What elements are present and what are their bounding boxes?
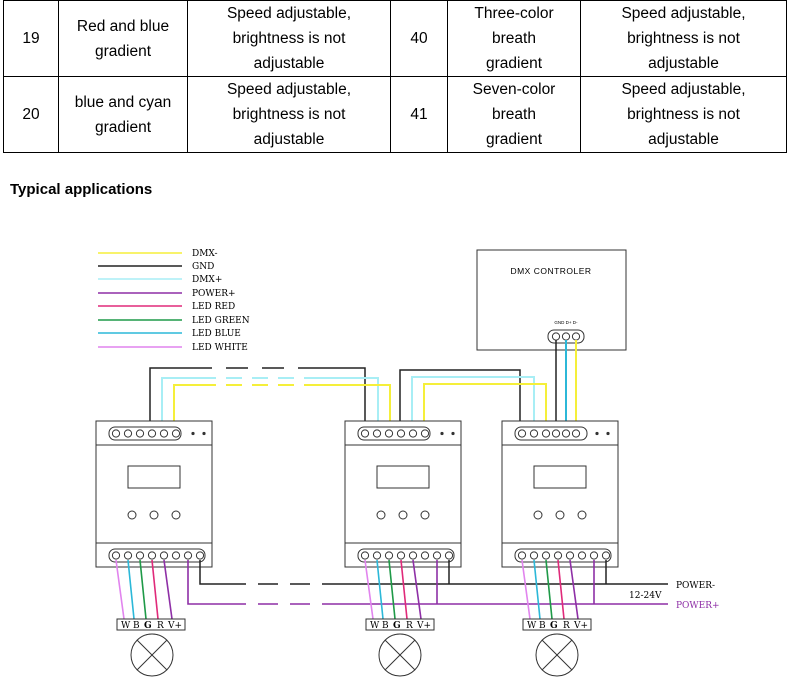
svg-text:R: R [157,621,164,631]
controller-label: DMX CONTROLER [510,266,591,276]
legend-label: LED RED [192,302,235,312]
controller-pin-labels: GND D+ D- [554,320,578,325]
mode-note: Speed adjustable, brightness is not adju… [580,76,787,153]
mode-name: Three-color breath gradient [447,0,581,77]
svg-text:V+: V+ [167,621,182,631]
svg-text:W: W [370,621,380,631]
power-minus-label: POWER- [676,581,715,591]
decoder-left [95,420,213,568]
svg-text:B: B [382,621,389,631]
decoder-right [501,420,619,568]
table-row: 19 Red and blue gradient Speed adjustabl… [3,0,787,77]
led-wiring [115,559,579,620]
svg-text:G: G [550,621,558,631]
svg-text:V+: V+ [416,621,431,631]
legend-label: LED WHITE [192,343,248,353]
mode-name: Seven-color breath gradient [447,76,581,153]
decoder-middle [344,420,462,568]
legend-label: DMX- [192,249,218,259]
legend-label: DMX+ [192,275,222,285]
dmx-wiring [149,340,577,433]
svg-text:W: W [121,621,131,631]
section-heading: Typical applications [10,181,153,198]
power-wiring: POWER- 12-24V POWER+ [187,560,720,611]
svg-text:W: W [527,621,537,631]
svg-text:B: B [133,621,140,631]
svg-text:R: R [563,621,570,631]
mode-name: Red and blue gradient [58,0,188,77]
legend-label: GND [192,262,214,272]
mode-number: 40 [390,0,448,77]
mode-note: Speed adjustable, brightness is not adju… [187,0,391,77]
table-row: 20 blue and cyan gradient Speed adjustab… [3,76,787,153]
mode-number: 19 [3,0,59,77]
lamp-middle: W B G R V+ [365,618,435,677]
mode-number: 20 [3,76,59,153]
lamp-right: W B G R V+ [522,618,592,677]
lamp-left: W B G R V+ [116,618,186,677]
svg-text:V+: V+ [573,621,588,631]
legend-label: POWER+ [192,289,236,299]
svg-text:B: B [539,621,546,631]
dmx-controller: DMX CONTROLER GND D+ D- [476,249,627,351]
mode-note: Speed adjustable, brightness is not adju… [580,0,787,77]
svg-text:G: G [144,621,152,631]
legend-label: LED GREEN [192,316,250,326]
svg-text:G: G [393,621,401,631]
legend-label: LED BLUE [192,329,241,339]
voltage-label: 12-24V [629,591,662,601]
effect-mode-table: 19 Red and blue gradient Speed adjustabl… [3,0,787,153]
legend: DMX- GND DMX+ POWER+ LED RED LED GREEN L… [98,249,250,353]
mode-name: blue and cyan gradient [58,76,188,153]
power-plus-label: POWER+ [676,601,720,611]
svg-text:R: R [406,621,413,631]
mode-note: Speed adjustable, brightness is not adju… [187,76,391,153]
